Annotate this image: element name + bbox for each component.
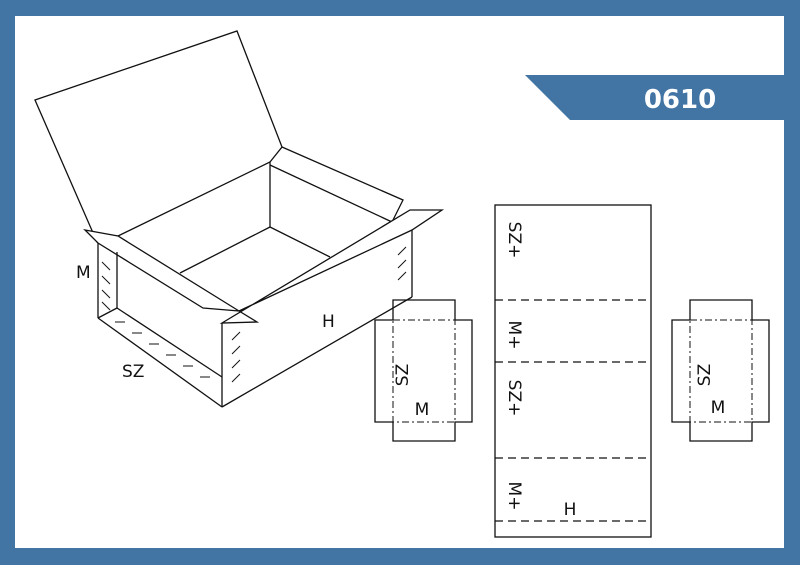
end-right-width-label: SZ bbox=[695, 364, 715, 386]
net-panel-label-2: M+ bbox=[504, 321, 524, 350]
end-left-width-label: SZ bbox=[393, 364, 413, 386]
box-3d-view bbox=[34, 30, 445, 408]
net-panel-label-4: M+ bbox=[504, 482, 524, 511]
box-label-width: SZ bbox=[122, 362, 144, 382]
end-left-height-label: M bbox=[415, 400, 430, 420]
end-panel-left bbox=[374, 299, 473, 442]
box-label-height: M bbox=[76, 263, 91, 283]
badge-code: 0610 bbox=[644, 85, 716, 115]
left-flap bbox=[83, 228, 240, 312]
net-length-label: H bbox=[564, 500, 577, 520]
glue-hatches bbox=[101, 246, 407, 383]
net-panel-label-3: SZ+ bbox=[504, 380, 524, 417]
end-panel-right bbox=[671, 299, 770, 442]
back-side-flap bbox=[281, 146, 404, 223]
code-badge: 0610 bbox=[525, 75, 785, 120]
net-panel-label-1: SZ+ bbox=[504, 222, 524, 259]
end-right-height-label: M bbox=[711, 398, 726, 418]
net-main-strip bbox=[494, 204, 652, 538]
box-label-length: H bbox=[322, 312, 335, 332]
